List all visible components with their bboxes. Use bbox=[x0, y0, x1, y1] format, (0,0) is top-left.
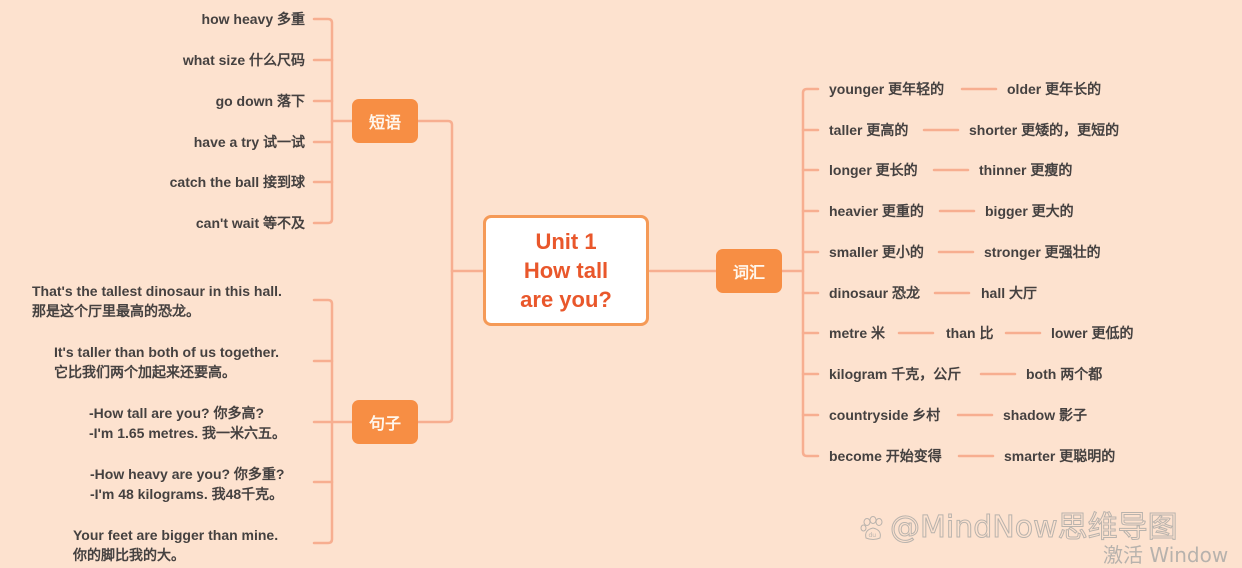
vocab-item[interactable]: shorter 更矮的，更短的 bbox=[969, 122, 1120, 138]
phrase-item[interactable]: can't wait 等不及 bbox=[195, 215, 305, 231]
branch-node-vocabulary[interactable]: 词汇 bbox=[716, 249, 782, 293]
root-title-line3: are you? bbox=[520, 287, 612, 312]
root-title-line1: Unit 1 bbox=[535, 229, 597, 254]
watermark: du @MindNow思维导图 bbox=[860, 502, 1178, 546]
branch-label-phrases: 短语 bbox=[368, 115, 401, 132]
sentence-item[interactable]: It's taller than both of us together. 它比… bbox=[54, 342, 279, 382]
vocab-item[interactable]: heavier 更重的 bbox=[829, 203, 924, 219]
sentence-answer: -I'm 48 kilograms. 我48千克。 bbox=[90, 486, 284, 502]
vocab-item[interactable]: shadow 影子 bbox=[1003, 407, 1088, 423]
vocab-item[interactable]: lower 更低的 bbox=[1051, 325, 1134, 341]
vocab-item[interactable]: dinosaur 恐龙 bbox=[829, 285, 921, 301]
vocab-item[interactable]: than 比 bbox=[946, 325, 994, 341]
sentence-item[interactable]: That's the tallest dinosaur in this hall… bbox=[32, 281, 282, 321]
root-title-line2: How tall bbox=[523, 258, 609, 283]
root-node[interactable]: Unit 1 How tall are you? bbox=[483, 215, 649, 326]
sentence-item[interactable]: Your feet are bigger than mine. 你的脚比我的大。 bbox=[73, 525, 278, 565]
sentence-item[interactable]: -How tall are you? 你多高? -I'm 1.65 metres… bbox=[89, 403, 286, 443]
vocab-item[interactable]: both 两个都 bbox=[1026, 366, 1103, 382]
baidu-paw-icon: du bbox=[860, 515, 883, 540]
svg-text:du: du bbox=[869, 532, 877, 539]
vocab-item[interactable]: smarter 更聪明的 bbox=[1004, 448, 1116, 464]
vocab-item[interactable]: older 更年长的 bbox=[1007, 81, 1102, 97]
sentence-english: Your feet are bigger than mine. bbox=[73, 527, 279, 543]
phrase-item[interactable]: go down 落下 bbox=[215, 93, 305, 109]
vocab-item[interactable]: metre 米 bbox=[829, 325, 886, 341]
sentence-answer: -I'm 1.65 metres. 我一米六五。 bbox=[89, 425, 287, 441]
sentence-chinese: 你的脚比我的大。 bbox=[73, 547, 185, 563]
phrase-item[interactable]: catch the ball 接到球 bbox=[169, 174, 305, 190]
vocab-item[interactable]: kilogram 千克，公斤 bbox=[829, 366, 962, 382]
branch-label-vocabulary: 词汇 bbox=[732, 265, 765, 282]
phrase-item[interactable]: how heavy 多重 bbox=[201, 11, 305, 27]
sentence-item[interactable]: -How heavy are you? 你多重? -I'm 48 kilogra… bbox=[90, 464, 284, 504]
vocab-item[interactable]: smaller 更小的 bbox=[829, 244, 924, 260]
branch-node-sentences[interactable]: 句子 bbox=[352, 400, 418, 444]
branch-node-phrases[interactable]: 短语 bbox=[352, 99, 418, 143]
vocab-item[interactable]: taller 更高的 bbox=[829, 122, 909, 138]
phrase-item[interactable]: have a try 试一试 bbox=[193, 134, 305, 150]
vocab-item[interactable]: hall 大厅 bbox=[981, 285, 1038, 301]
vocab-item[interactable]: become 开始变得 bbox=[829, 448, 942, 464]
vocab-item[interactable]: longer 更长的 bbox=[829, 162, 918, 178]
vocab-item[interactable]: stronger 更强壮的 bbox=[984, 244, 1101, 260]
vocab-item[interactable]: countryside 乡村 bbox=[829, 407, 941, 423]
sentence-question: -How tall are you? 你多高? bbox=[89, 405, 265, 421]
sentence-question: -How heavy are you? 你多重? bbox=[90, 466, 285, 482]
os-activation-overlay: 激活 Window bbox=[1103, 543, 1229, 567]
phrase-item[interactable]: what size 什么尺码 bbox=[182, 52, 305, 68]
sentence-english: That's the tallest dinosaur in this hall… bbox=[32, 283, 282, 299]
sentence-chinese: 它比我们两个加起来还要高。 bbox=[54, 364, 236, 380]
sentence-english: It's taller than both of us together. bbox=[54, 344, 280, 360]
vocab-item[interactable]: younger 更年轻的 bbox=[829, 81, 945, 97]
branch-label-sentences: 句子 bbox=[368, 416, 401, 433]
vocab-item[interactable]: bigger 更大的 bbox=[985, 203, 1074, 219]
sentence-chinese: 那是这个厅里最高的恐龙。 bbox=[32, 303, 200, 319]
watermark-text: @MindNow思维导图 bbox=[890, 510, 1179, 546]
vocab-item[interactable]: thinner 更瘦的 bbox=[979, 162, 1073, 178]
